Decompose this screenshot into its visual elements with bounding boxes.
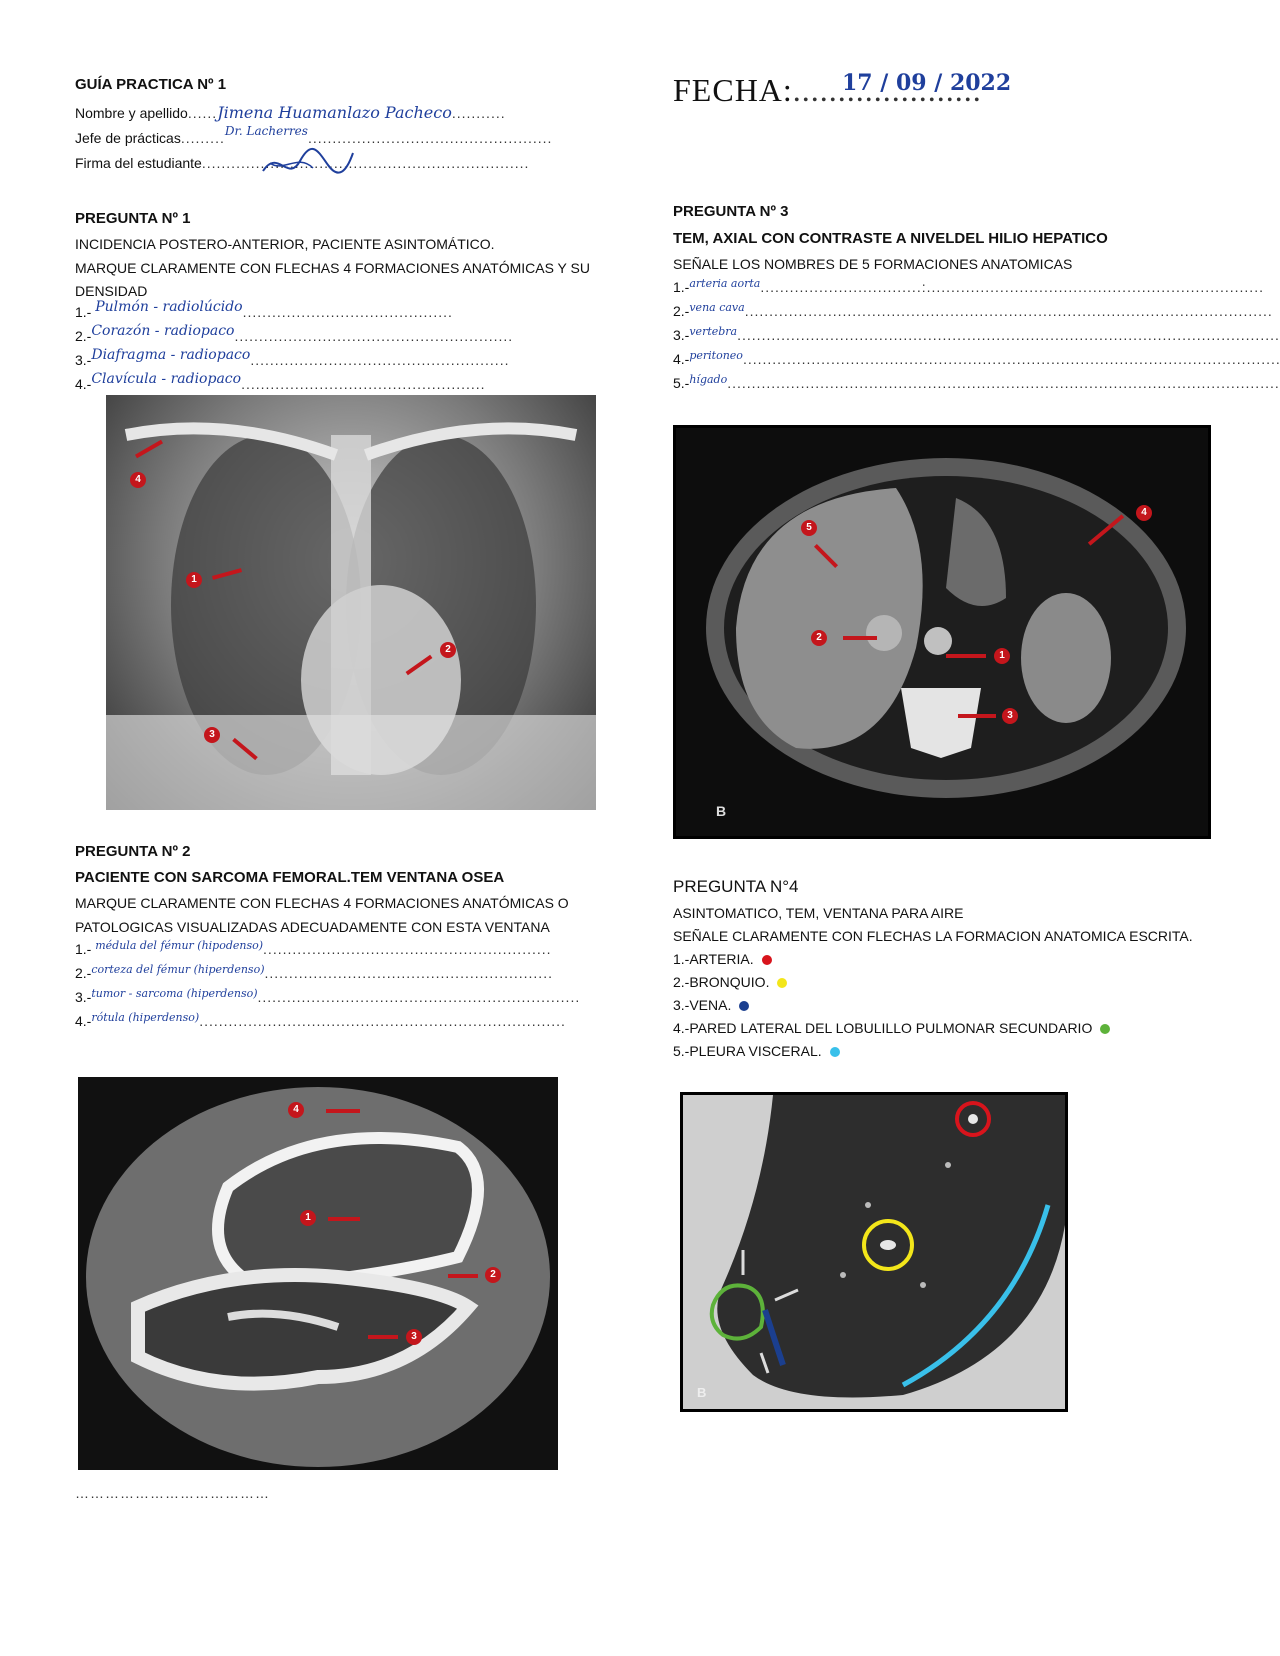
image-letter: B: [697, 1385, 707, 1400]
chief-value: Dr. Lacherres: [224, 124, 308, 138]
arrow: [843, 636, 877, 640]
arrow: [368, 1335, 398, 1339]
lung-ct-image: B: [680, 1092, 1068, 1412]
marker-4: 4: [1136, 505, 1152, 521]
q2-item: 3.-tumor - sarcoma (hiperdenso).........…: [75, 987, 581, 1005]
marker-2: 2: [811, 630, 827, 646]
q3-item: 5.-hígado...............................…: [673, 373, 1280, 391]
q2-instruction-1: MARQUE CLARAMENTE CON FLECHAS 4 FORMACIO…: [75, 895, 569, 911]
abdomen-ct-image: 5 2 1 3 4 B: [673, 425, 1211, 839]
q1-item: 1.- Pulmón - radiolúcido................…: [75, 299, 453, 320]
name-row: Nombre y apellido......Jimena Huamanlazo…: [75, 103, 506, 122]
marker-1: 1: [994, 648, 1010, 664]
green-dot-icon: [1100, 1024, 1111, 1035]
q3-item: 4.-peritoneo............................…: [673, 349, 1280, 367]
marker-4: 4: [130, 472, 146, 488]
arrow: [326, 1109, 360, 1113]
cyan-dot-icon: [829, 1047, 840, 1058]
arrow: [328, 1217, 360, 1221]
chief-label: Jefe de prácticas: [75, 130, 181, 146]
q2-item: 2.-corteza del fémur (hiperdenso).......…: [75, 963, 553, 981]
q1-title: PREGUNTA Nº 1: [75, 210, 191, 227]
q3-item: 2.-vena cava............................…: [673, 301, 1273, 319]
marker-2: 2: [440, 642, 456, 658]
marker-1: 1: [300, 1210, 316, 1226]
marker-5: 5: [801, 520, 817, 536]
femur-ct-image: 4 1 2 3: [78, 1077, 558, 1470]
marker-3: 3: [1002, 708, 1018, 724]
date-label: FECHA:: [673, 72, 793, 108]
q1-instruction-2: MARQUE CLARAMENTE CON FLECHAS 4 FORMACIO…: [75, 260, 590, 276]
q2-instruction-2: PATOLOGICAS VISUALIZADAS ADECUADAMENTE C…: [75, 919, 550, 935]
marker-1: 1: [186, 572, 202, 588]
q4-item-pared: 4.-PARED LATERAL DEL LOBULILLO PULMONAR …: [673, 1020, 1111, 1036]
q2-subtitle: PACIENTE CON SARCOMA FEMORAL.TEM VENTANA…: [75, 869, 505, 886]
q4-title: PREGUNTA N°4: [673, 877, 799, 896]
marker-3: 3: [406, 1329, 422, 1345]
guide-title: GUÍA PRACTICA Nº 1: [75, 76, 227, 93]
q1-item: 3.-Diafragma - radiopaco................…: [75, 347, 510, 368]
q4-instruction-2: SEÑALE CLARAMENTE CON FLECHAS LA FORMACI…: [673, 928, 1193, 944]
chief-row: Jefe de prácticas.........Dr. Lacherres.…: [75, 124, 553, 146]
q2-title: PREGUNTA Nº 2: [75, 843, 191, 860]
image-letter: B: [716, 803, 727, 819]
blue-dot-icon: [739, 1001, 750, 1012]
marker-4: 4: [288, 1102, 304, 1118]
q1-item: 4.-Clavícula - radiopaco................…: [75, 371, 486, 392]
q4-item-vena: 3.-VENA.: [673, 997, 750, 1013]
date-value: 17 / 09 / 2022: [842, 70, 1012, 96]
q1-instruction-1: INCIDENCIA POSTERO-ANTERIOR, PACIENTE AS…: [75, 236, 495, 252]
q2-item: 4.-rótula (hiperdenso)..................…: [75, 1011, 566, 1029]
marker-2: 2: [485, 1267, 501, 1283]
q4-item-pleura: 5.-PLEURA VISCERAL.: [673, 1043, 840, 1059]
q2-item: 1.- médula del fémur (hipodenso)........…: [75, 939, 552, 957]
q3-subtitle: TEM, AXIAL CON CONTRASTE A NIVELDEL HILI…: [673, 230, 1108, 247]
red-dot-icon: [761, 955, 772, 966]
q3-title: PREGUNTA Nº 3: [673, 203, 789, 220]
student-signature: [262, 147, 354, 174]
q4-item-bronquio: 2.-BRONQUIO.: [673, 974, 788, 990]
q3-instruction: SEÑALE LOS NOMBRES DE 5 FORMACIONES ANAT…: [673, 256, 1073, 272]
q1-instruction-3: DENSIDAD: [75, 283, 148, 299]
date-row: FECHA:.....................: [673, 72, 982, 108]
q3-item: 1.-arteria aorta........................…: [673, 277, 1264, 295]
q2-footer-dots: …………………………………: [75, 1485, 270, 1501]
arrow: [958, 714, 996, 718]
signature-label: Firma del estudiante: [75, 155, 202, 171]
q1-item: 2.-Corazón - radiopaco..................…: [75, 323, 514, 344]
arrow: [448, 1274, 478, 1278]
chest-xray-image: 4 1 2 3: [106, 395, 596, 810]
q4-item-arteria: 1.-ARTERIA.: [673, 951, 772, 967]
q4-instruction-1: ASINTOMATICO, TEM, VENTANA PARA AIRE: [673, 905, 964, 921]
marker-3: 3: [204, 727, 220, 743]
name-label: Nombre y apellido: [75, 105, 188, 121]
name-value: Jimena Huamanlazo Pacheco: [217, 103, 452, 122]
yellow-dot-icon: [777, 978, 788, 989]
q3-item: 3.-vertebra.............................…: [673, 325, 1280, 343]
arrow: [946, 654, 986, 658]
